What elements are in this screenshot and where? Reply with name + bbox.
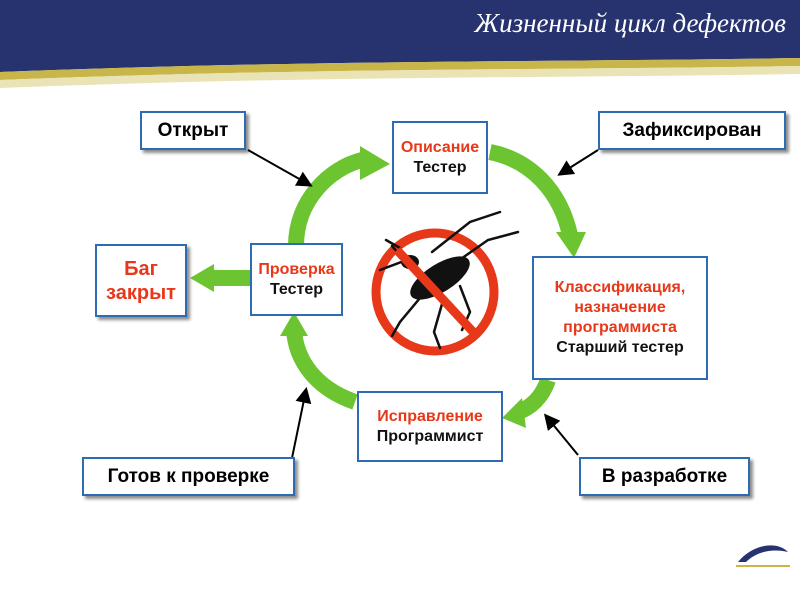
step-describe-role: Тестер <box>413 158 467 176</box>
step-fix: Исправление Программист <box>357 391 503 462</box>
step-classify-line2: назначение <box>574 299 666 316</box>
state-closed-line2: закрыт <box>106 281 176 304</box>
arrowhead-top <box>360 146 390 180</box>
state-ready-label: Готов к проверке <box>107 465 270 487</box>
state-open: Открыт <box>140 111 246 150</box>
step-verify: Проверка Тестер <box>250 243 343 316</box>
pointer-open <box>247 149 313 187</box>
pointer-ready <box>291 386 312 459</box>
state-fixed: Зафиксирован <box>598 111 786 150</box>
step-classify-line3: программиста <box>563 319 677 336</box>
pointer-fixed <box>557 149 599 176</box>
step-classify: Классификация, назначение программиста С… <box>532 256 708 380</box>
step-describe: Описание Тестер <box>392 121 488 194</box>
state-open-label: Открыт <box>157 119 229 141</box>
pointer-in-dev <box>543 413 579 456</box>
arrowhead-left <box>280 312 308 336</box>
step-classify-line1: Классификация, <box>554 279 686 296</box>
step-classify-role: Старший тестер <box>556 339 684 356</box>
state-fixed-label: Зафиксирован <box>622 119 762 141</box>
state-in-dev-label: В разработке <box>601 465 728 487</box>
header-band <box>0 0 800 88</box>
step-verify-action: Проверка <box>258 260 335 278</box>
arrow-bottom-to-left <box>286 329 358 410</box>
arrowhead-right <box>556 232 586 258</box>
arrowhead-bottom <box>502 398 526 428</box>
step-fix-role: Программист <box>376 427 484 445</box>
step-fix-action: Исправление <box>377 407 483 425</box>
state-in-dev: В разработке <box>579 457 750 496</box>
page-title: Жизненный цикл дефектов <box>474 8 786 38</box>
state-ready: Готов к проверке <box>82 457 295 496</box>
step-verify-role: Тестер <box>269 280 324 298</box>
bug-prohibited-icon <box>371 210 520 356</box>
arrow-left-to-top <box>288 152 365 247</box>
state-closed: Баг закрыт <box>95 244 187 317</box>
arrow-top-to-right <box>488 144 578 237</box>
state-closed-line1: Баг <box>124 257 158 280</box>
step-describe-action: Описание <box>400 138 480 156</box>
logo-icon <box>736 545 790 567</box>
arrowhead-closed <box>190 264 214 292</box>
pointer-arrows <box>247 149 599 459</box>
